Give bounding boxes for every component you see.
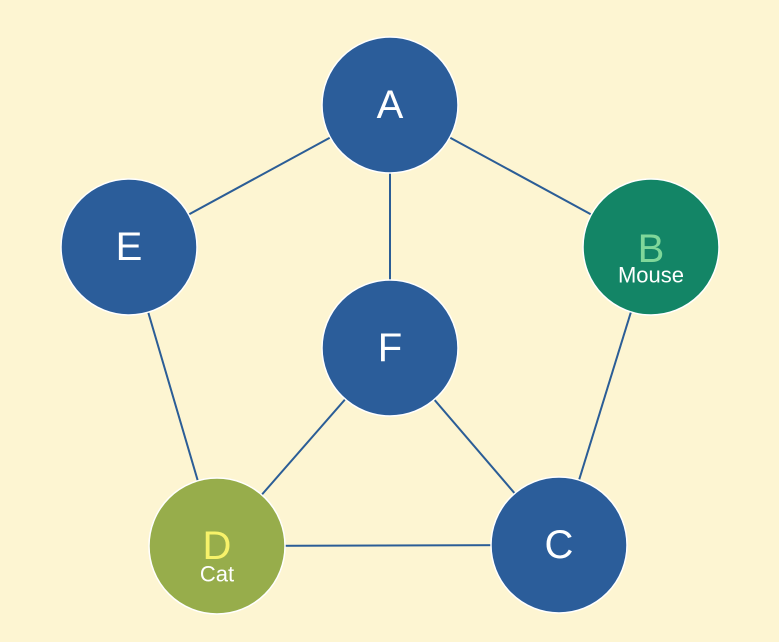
node-b-circle	[582, 178, 720, 316]
node-f-circle	[321, 279, 459, 417]
node-d-sublabel: Cat	[200, 562, 234, 587]
node-f-label: F	[378, 326, 402, 370]
node-f[interactable]: F	[321, 279, 459, 417]
node-e[interactable]: E	[60, 178, 198, 316]
node-e-label: E	[116, 225, 143, 269]
node-e-circle	[60, 178, 198, 316]
node-b-sublabel: Mouse	[618, 263, 684, 288]
node-a-label: A	[377, 83, 404, 127]
node-c[interactable]: C	[490, 476, 628, 614]
node-d-label: D	[203, 524, 232, 568]
node-c-circle	[490, 476, 628, 614]
node-a[interactable]: A	[321, 36, 459, 174]
node-b-label: B	[638, 227, 665, 271]
node-c-label: C	[545, 523, 574, 567]
node-d-circle	[148, 477, 286, 615]
node-a-circle	[321, 36, 459, 174]
